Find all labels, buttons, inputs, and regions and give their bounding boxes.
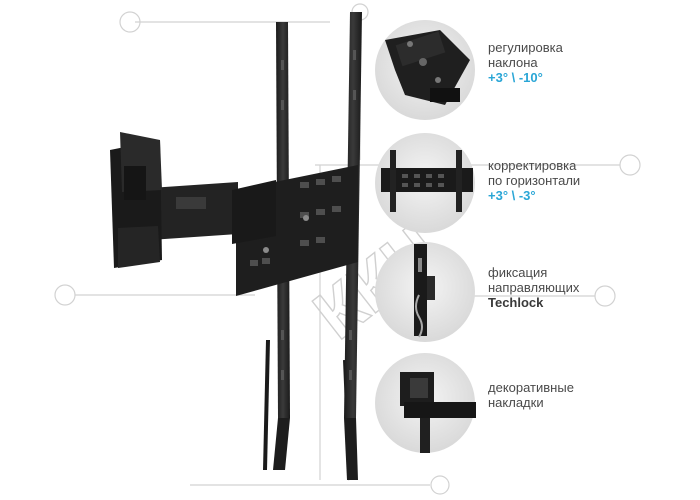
tilt-adjust-closeup-circle bbox=[375, 20, 475, 120]
feature-value: +3° \ -3° bbox=[488, 188, 536, 203]
feature-tilt-adjust: регулировка наклона +3° \ -10° bbox=[488, 40, 693, 85]
feature-brand: Techlock bbox=[488, 295, 544, 310]
feature-line: декоративные bbox=[488, 380, 574, 395]
decorative-cover-closeup-circle bbox=[375, 353, 476, 453]
feature-decorative-covers: декоративные накладки bbox=[488, 380, 693, 410]
tv-mount-product bbox=[110, 12, 362, 481]
feature-line: накладки bbox=[488, 395, 544, 410]
techlock-closeup-circle bbox=[375, 242, 475, 342]
feature-horizontal-level: корректировка по горизонтали +3° \ -3° bbox=[488, 158, 693, 203]
feature-line: регулировка bbox=[488, 40, 563, 55]
feature-techlock: фиксация направляющих Techlock bbox=[488, 265, 693, 310]
feature-line: фиксация bbox=[488, 265, 548, 280]
feature-line: корректировка bbox=[488, 158, 577, 173]
feature-line: по горизонтали bbox=[488, 173, 581, 188]
horizontal-level-closeup-circle bbox=[375, 133, 475, 233]
feature-line: наклона bbox=[488, 55, 538, 70]
feature-value: +3° \ -10° bbox=[488, 70, 543, 85]
feature-line: направляющих bbox=[488, 280, 580, 295]
